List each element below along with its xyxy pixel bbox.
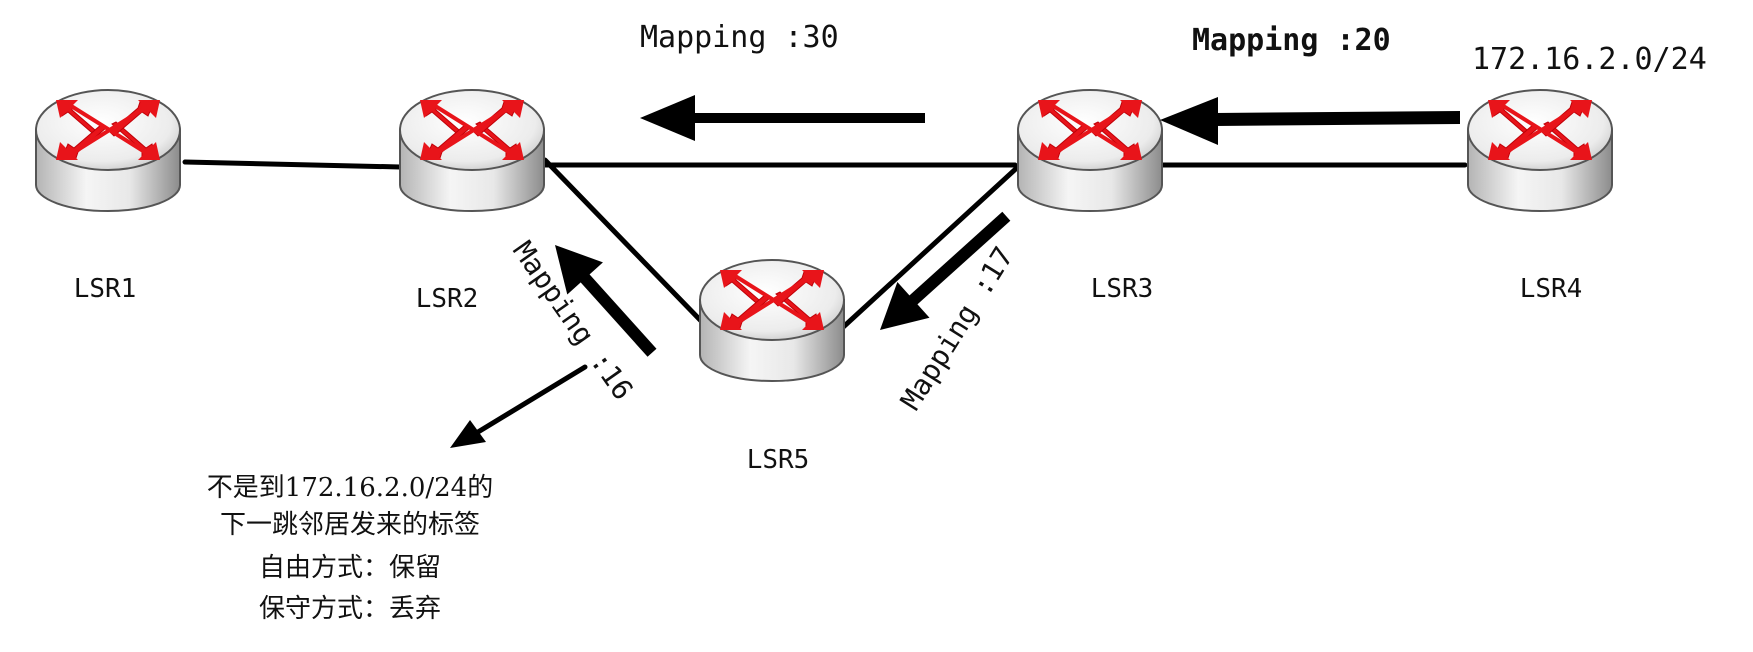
router-lsr4 (1466, 88, 1614, 213)
router-lsr2 (398, 88, 546, 213)
label-lsr3: LSR3 (1091, 274, 1154, 304)
label-lsr2: LSR2 (416, 284, 479, 314)
label-lsr1: LSR1 (74, 274, 137, 304)
note-line-1: 不是到172.16.2.0/24的 (207, 473, 493, 503)
arrow-to-note (450, 364, 588, 448)
router-lsr5 (698, 258, 846, 383)
arrow-mapping-20 (1160, 97, 1460, 145)
label-mapping-20: Mapping :20 (1192, 23, 1391, 58)
arrow-mapping-30 (640, 95, 925, 141)
link-lsr3-lsr5 (837, 162, 1023, 333)
router-lsr3 (1016, 88, 1164, 213)
note-line-3: 自由方式：保留 (259, 553, 441, 583)
label-mapping-30: Mapping :30 (640, 20, 839, 55)
label-lsr4: LSR4 (1520, 274, 1583, 304)
label-lsr5: LSR5 (747, 445, 810, 475)
label-prefix: 172.16.2.0/24 (1472, 42, 1707, 77)
note-block: 不是到172.16.2.0/24的 下一跳邻居发来的标签 自由方式：保留 保守方… (207, 473, 493, 624)
mapping-arrows (450, 95, 1460, 448)
note-line-2: 下一跳邻居发来的标签 (220, 510, 480, 540)
note-line-4: 保守方式：丢弃 (259, 594, 441, 624)
arrow-mapping-16 (555, 245, 657, 357)
link-lsr2-lsr5 (542, 157, 708, 328)
links (182, 157, 1468, 333)
arrow-mapping-17 (880, 211, 1011, 330)
link-lsr1-lsr2 (182, 159, 403, 170)
router-lsr1 (34, 88, 182, 213)
